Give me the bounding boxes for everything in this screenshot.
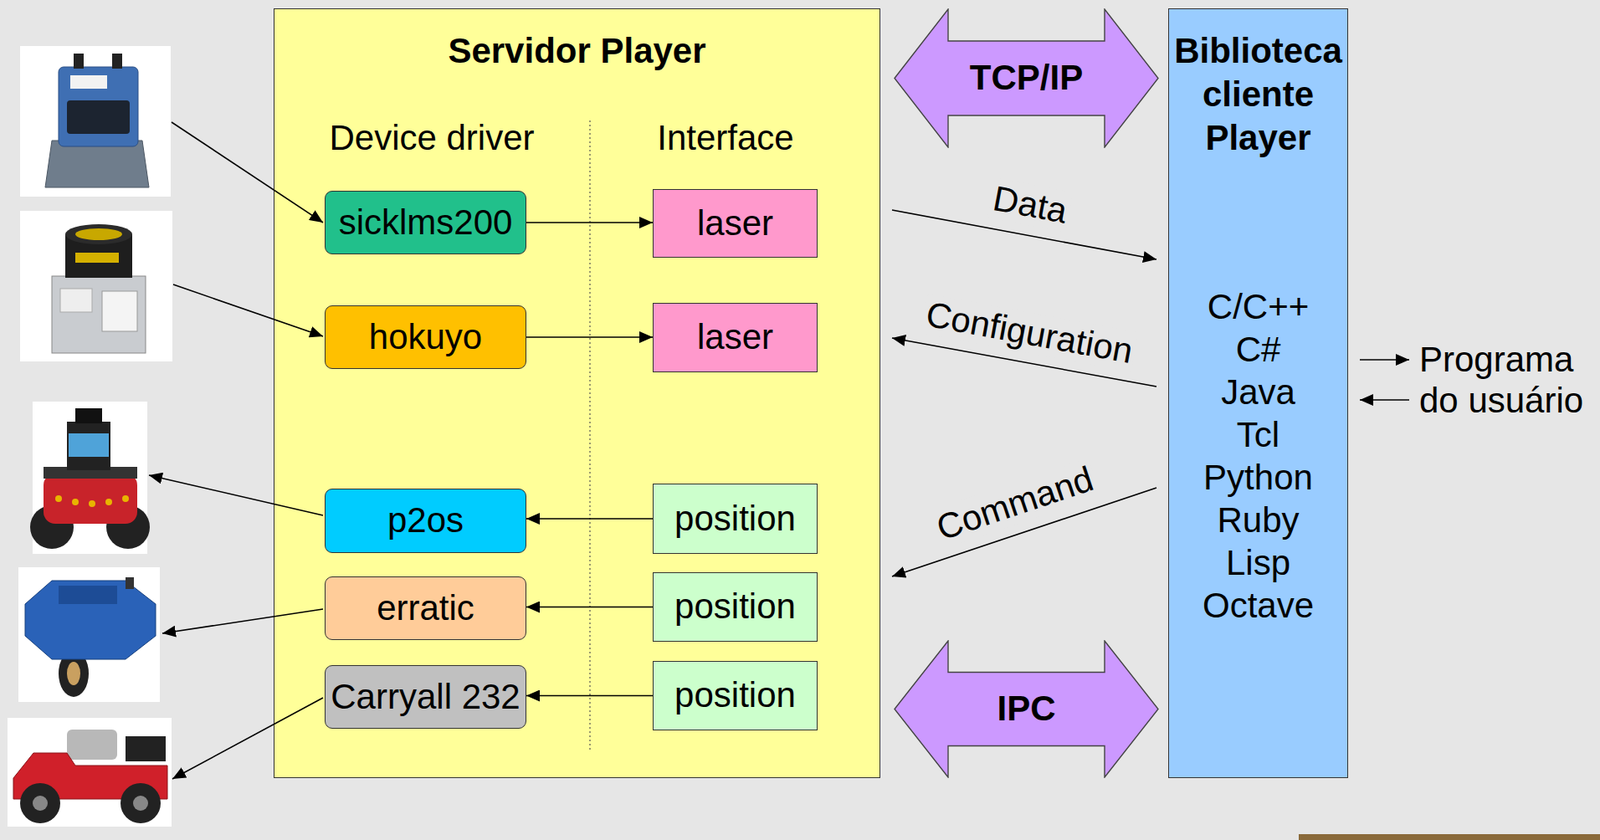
sick-laser-photo [20,46,171,197]
hokuyo-laser-photo [20,210,173,362]
node-title: erratic [329,588,522,629]
node-title: laser [657,203,813,244]
connector-arrow [526,221,653,224]
language-name: Java [1168,370,1349,414]
double-arrow-outline [894,641,1159,778]
connector-arrow [526,606,653,609]
column-heading: Device driver [328,117,534,159]
erratic-robot-photo [18,567,160,703]
double-arrow-outline [894,9,1159,148]
connector-label-holder: Configuration [920,293,1139,373]
connector-label: Configuration [920,293,1139,373]
driver-box: Carryall 232 [324,665,527,729]
driver-box: sicklms200 [324,190,527,255]
language-name: C# [1168,328,1349,371]
program-label: Programa do usuário [1419,338,1595,421]
interface-box: laser [652,189,818,258]
node-title: Servidor Player [273,30,881,72]
node-title: IPC [952,688,1101,729]
driver-box: p2os [324,488,527,554]
interface-box: position [652,661,818,731]
node-title: TCP/IP [952,57,1101,98]
connector-arrow [526,695,653,698]
node-title: sicklms200 [329,202,522,243]
interface-box: laser [652,302,818,373]
connector-arrow [526,336,653,339]
client-library-box: Biblioteca cliente PlayerC/C++C#JavaTclP… [1168,8,1349,779]
node-title: laser [657,317,813,358]
language-name: Ruby [1168,498,1349,542]
connector-arrow [526,517,653,520]
corner-image-fragment [1298,834,1600,840]
interface-box: position [652,572,818,642]
column-heading: Interface [656,117,794,159]
language-name: Lisp [1168,541,1349,585]
program-arrow [1359,399,1410,401]
node-title: position [657,586,813,627]
node-title: Biblioteca cliente Player [1168,29,1349,160]
column-heading: Interface [656,117,794,159]
language-name: Octave [1168,584,1349,627]
node-title: hokuyo [329,317,522,358]
program-label: Programa do usuário [1419,338,1595,421]
interface-box: position [652,483,818,554]
language-name: C/C++ [1168,285,1349,329]
node-title: p2os [329,500,522,541]
language-name: Tcl [1168,413,1349,457]
column-heading: Device driver [328,117,534,159]
node-title: position [657,498,813,539]
carryall-vehicle-photo [7,717,172,827]
language-name: Python [1168,456,1349,499]
pioneer-robot-photo [30,401,150,554]
double-arrow-box: TCP/IP [893,8,1159,149]
node-title: position [657,675,813,716]
double-arrow-box: IPC [893,640,1159,779]
connector-label: Data [987,178,1073,233]
driver-box: hokuyo [324,305,527,370]
node-title: Carryall 232 [329,676,522,718]
connector-label-holder: Data [987,178,1073,233]
program-arrow [1359,358,1410,361]
driver-box: erratic [324,576,527,641]
